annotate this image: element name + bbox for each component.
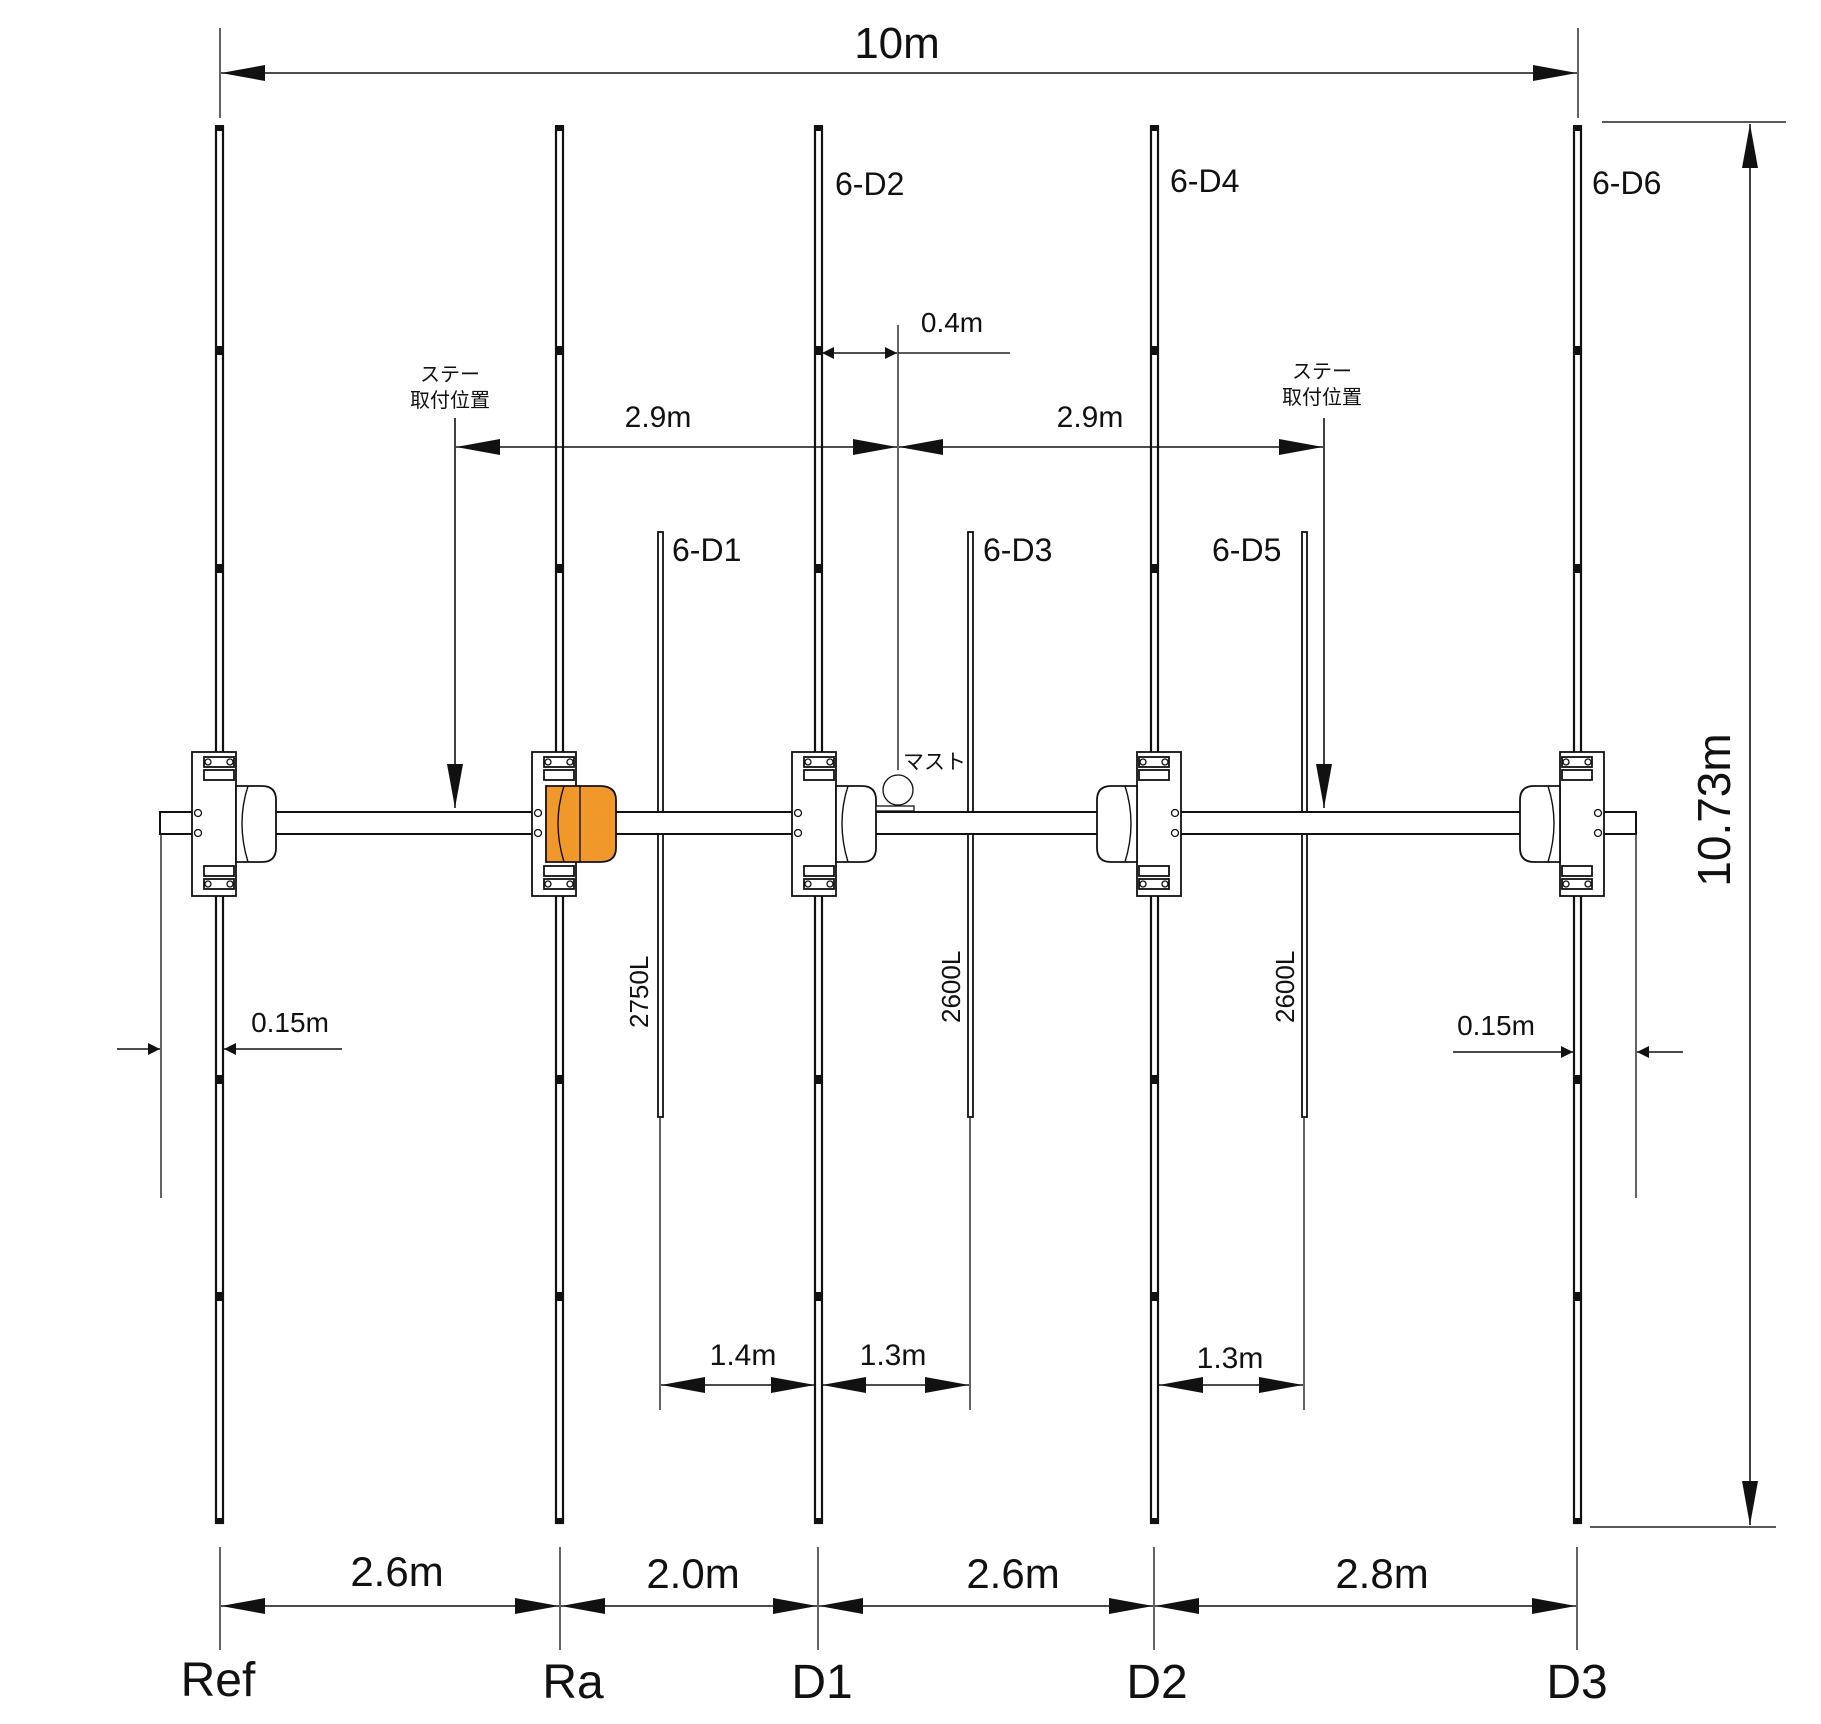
six-m-d2-label: 6-D2 xyxy=(835,166,904,202)
overall-height-dimension: 10.73m xyxy=(1590,121,1786,1528)
gap-d1-label: 1.4m xyxy=(710,1339,777,1372)
six-m-d3-length: 2600L xyxy=(936,951,966,1023)
six-m-d1-length: 2750L xyxy=(624,956,654,1028)
clamp-d3 xyxy=(1519,751,1605,897)
gap-d1-dimension: 1.4m xyxy=(659,1117,815,1410)
six-m-d6-label: 6-D6 xyxy=(1592,165,1661,201)
overall-height-label: 10.73m xyxy=(1688,733,1740,886)
element-d2-label: D2 xyxy=(1126,1656,1187,1709)
stay-spacing-right-label: 2.9m xyxy=(1057,401,1124,434)
six-m-d1-label: 6-D1 xyxy=(672,532,741,568)
six-m-d5-length: 2600L xyxy=(1270,951,1300,1023)
clamp-ra xyxy=(531,751,617,897)
element-ra-label: Ra xyxy=(542,1656,604,1709)
stay-right-label-line2: 取付位置 xyxy=(1282,385,1362,409)
element-spacing-dimensions: 2.6m 2.0m 2.6m 2.8m xyxy=(219,1547,1578,1650)
overall-width-dimension: 10m xyxy=(219,19,1579,118)
stay-left-label-line2: 取付位置 xyxy=(410,388,490,412)
element-d3-label: D3 xyxy=(1546,1656,1607,1709)
spacing-d2-d3-label: 2.8m xyxy=(1335,1550,1428,1597)
clamp-d2 xyxy=(1096,751,1182,897)
gap-d3-label: 1.3m xyxy=(860,1339,927,1372)
mast: マスト xyxy=(875,325,966,812)
boom xyxy=(159,811,1637,835)
overall-width-label: 10m xyxy=(854,19,940,68)
mast-label: マスト xyxy=(903,750,966,774)
stay-left: ステー 取付位置 xyxy=(410,362,490,808)
feed-box xyxy=(545,785,617,863)
stay-spacing-right-dimension: 2.9m xyxy=(899,401,1323,455)
spacing-ra-d1-label: 2.0m xyxy=(646,1550,739,1597)
six-m-d5-label: 6-D5 xyxy=(1212,532,1281,568)
gap-d5-dimension: 1.3m xyxy=(1159,1117,1305,1410)
overhang-left-dimension: 0.15m xyxy=(117,834,342,1198)
six-m-d3-label: 6-D3 xyxy=(983,532,1052,568)
stay-spacing-left-label: 2.9m xyxy=(625,401,692,434)
element-ref-label: Ref xyxy=(181,1654,256,1707)
stay-right: ステー 取付位置 xyxy=(1282,359,1362,808)
six-m-d4-label: 6-D4 xyxy=(1170,163,1239,199)
clamp-d1 xyxy=(791,751,877,897)
stay-left-label-line1: ステー xyxy=(420,362,480,386)
spacing-ref-ra-label: 2.6m xyxy=(350,1548,443,1595)
mast-symbol xyxy=(882,774,914,806)
stay-right-label-line1: ステー xyxy=(1292,359,1352,383)
stay-spacing-left-dimension: 2.9m xyxy=(456,401,897,455)
mast-offset-label: 0.4m xyxy=(921,307,983,338)
mast-offset-dimension: 0.4m xyxy=(822,307,1010,359)
clamp-ref xyxy=(191,751,277,897)
element-d1-label: D1 xyxy=(791,1656,852,1709)
spacing-d1-d2-label: 2.6m xyxy=(966,1550,1059,1597)
gap-d5-label: 1.3m xyxy=(1197,1342,1264,1375)
overhang-right-dimension: 0.15m xyxy=(1453,834,1683,1198)
overhang-right-label: 0.15m xyxy=(1457,1010,1535,1041)
gap-d3-dimension: 1.3m xyxy=(822,1117,971,1410)
overhang-left-label: 0.15m xyxy=(251,1007,329,1038)
